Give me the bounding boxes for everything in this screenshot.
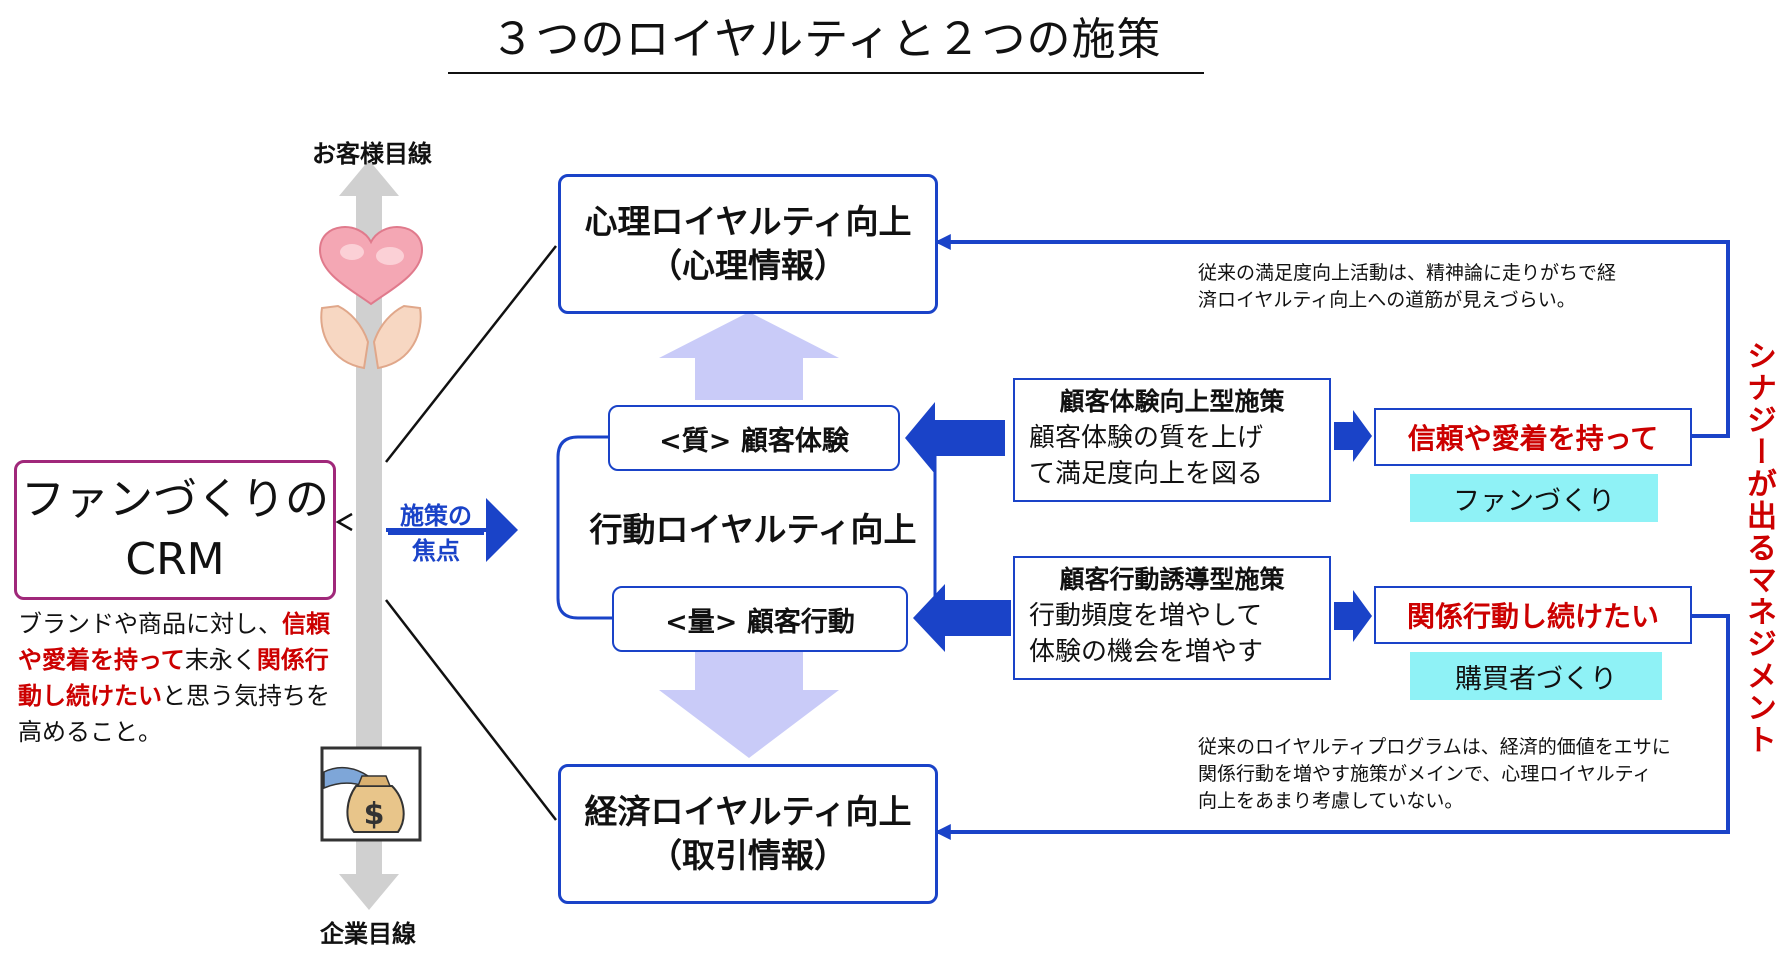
measure1-line1: 顧客体験の質を上げ (1029, 423, 1264, 453)
measure-experience-box: 顧客体験向上型施策 顧客体験の質を上げ て満足度向上を図る (1013, 378, 1331, 502)
measure1-heading: 顧客体験向上型施策 (1059, 387, 1285, 416)
crm-desc-part: 関係行動し続けたい (18, 646, 329, 710)
quantity-box: <量> 顧客行動 (612, 586, 908, 652)
goal-trust-box: 信頼や愛着を持って (1374, 408, 1692, 466)
axis-top-label: お客様目線 (312, 140, 432, 168)
note-top-line1: 従来の満足度向上活動は、精神論に走りがちで経 (1198, 262, 1617, 284)
quantity-label: <量> 顧客行動 (665, 606, 855, 638)
psych-loyalty-box: 心理ロイヤルティ向上 （心理情報） (558, 174, 938, 314)
goal-buyer-tag: 購買者づくり (1410, 652, 1662, 700)
econ-line1: 経済ロイヤルティ向上 (584, 792, 912, 831)
crm-description: ブランドや商品に対し、信頼や愛着を持って末永く関係行動し続けたいと思う気持ちを高… (18, 606, 348, 750)
money-bag-hand-icon: $ (320, 746, 422, 842)
measure-arrows (905, 402, 1011, 652)
quality-label: <質> 顧客体験 (659, 425, 849, 457)
synergy-loop (934, 234, 1730, 840)
note-bottom-line1: 従来のロイヤルティプログラムは、経済的価値をエサに (1198, 736, 1671, 758)
behavior-loyalty-label: 行動ロイヤルティ向上 (589, 510, 917, 549)
econ-loyalty-box: 経済ロイヤルティ向上 （取引情報） (558, 764, 938, 904)
crm-desc-part: と思う気持ちを高めること。 (18, 682, 330, 746)
synergy-label: シナジーが出るマネジメント (1741, 340, 1776, 756)
econ-line2: （取引情報） (649, 836, 847, 875)
note-top: 従来の満足度向上活動は、精神論に走りがちで経 済ロイヤルティ向上への道筋が見えづ… (1198, 260, 1668, 314)
goal-relation-box: 関係行動し続けたい (1374, 586, 1692, 644)
svg-text:$: $ (364, 797, 385, 832)
lavender-arrows (659, 312, 839, 758)
fan-lines (335, 245, 557, 821)
measure1-line2: て満足度向上を図る (1029, 459, 1264, 489)
focus-line1: 施策の (388, 500, 484, 535)
crm-line1: ファンづくりの (21, 474, 329, 525)
note-top-line2: 済ロイヤルティ向上への道筋が見えづらい。 (1198, 289, 1576, 311)
crm-desc-part: 信頼や愛着を持って (18, 610, 330, 674)
measure2-line2: 体験の機会を増やす (1029, 637, 1264, 667)
focus-label: 施策の 焦点 (388, 500, 484, 567)
note-bottom-line2: 関係行動を増やす施策がメインで、心理ロイヤルティ (1198, 763, 1652, 785)
goal-arrows (1334, 410, 1372, 642)
crm-box: ファンづくりの CRM (14, 460, 336, 600)
psych-line2: （心理情報） (649, 246, 847, 285)
crm-desc-part: 末永く (184, 646, 257, 674)
note-bottom: 従来のロイヤルティプログラムは、経済的価値をエサに 関係行動を増やす施策がメイン… (1198, 734, 1698, 815)
quality-box: <質> 顧客体験 (608, 405, 900, 471)
behavior-bracket (556, 435, 612, 620)
goal-fan-tag: ファンづくり (1410, 474, 1658, 522)
focus-arrow (386, 498, 518, 562)
measure2-line1: 行動頻度を増やして (1029, 601, 1263, 631)
crm-line2: CRM (125, 534, 225, 585)
measure-behavior-box: 顧客行動誘導型施策 行動頻度を増やして 体験の機会を増やす (1013, 556, 1331, 680)
crm-desc-part: ブランドや商品に対し、 (18, 610, 282, 638)
psych-line1: 心理ロイヤルティ向上 (584, 202, 912, 241)
note-bottom-line3: 向上をあまり考慮していない。 (1198, 790, 1464, 812)
page-title: ３つのロイヤルティと２つの施策 (448, 12, 1204, 74)
measure2-heading: 顧客行動誘導型施策 (1059, 565, 1285, 594)
focus-line2: 焦点 (412, 537, 460, 565)
heart-in-hands-icon (318, 226, 424, 370)
axis-bottom-label: 企業目線 (320, 920, 416, 948)
